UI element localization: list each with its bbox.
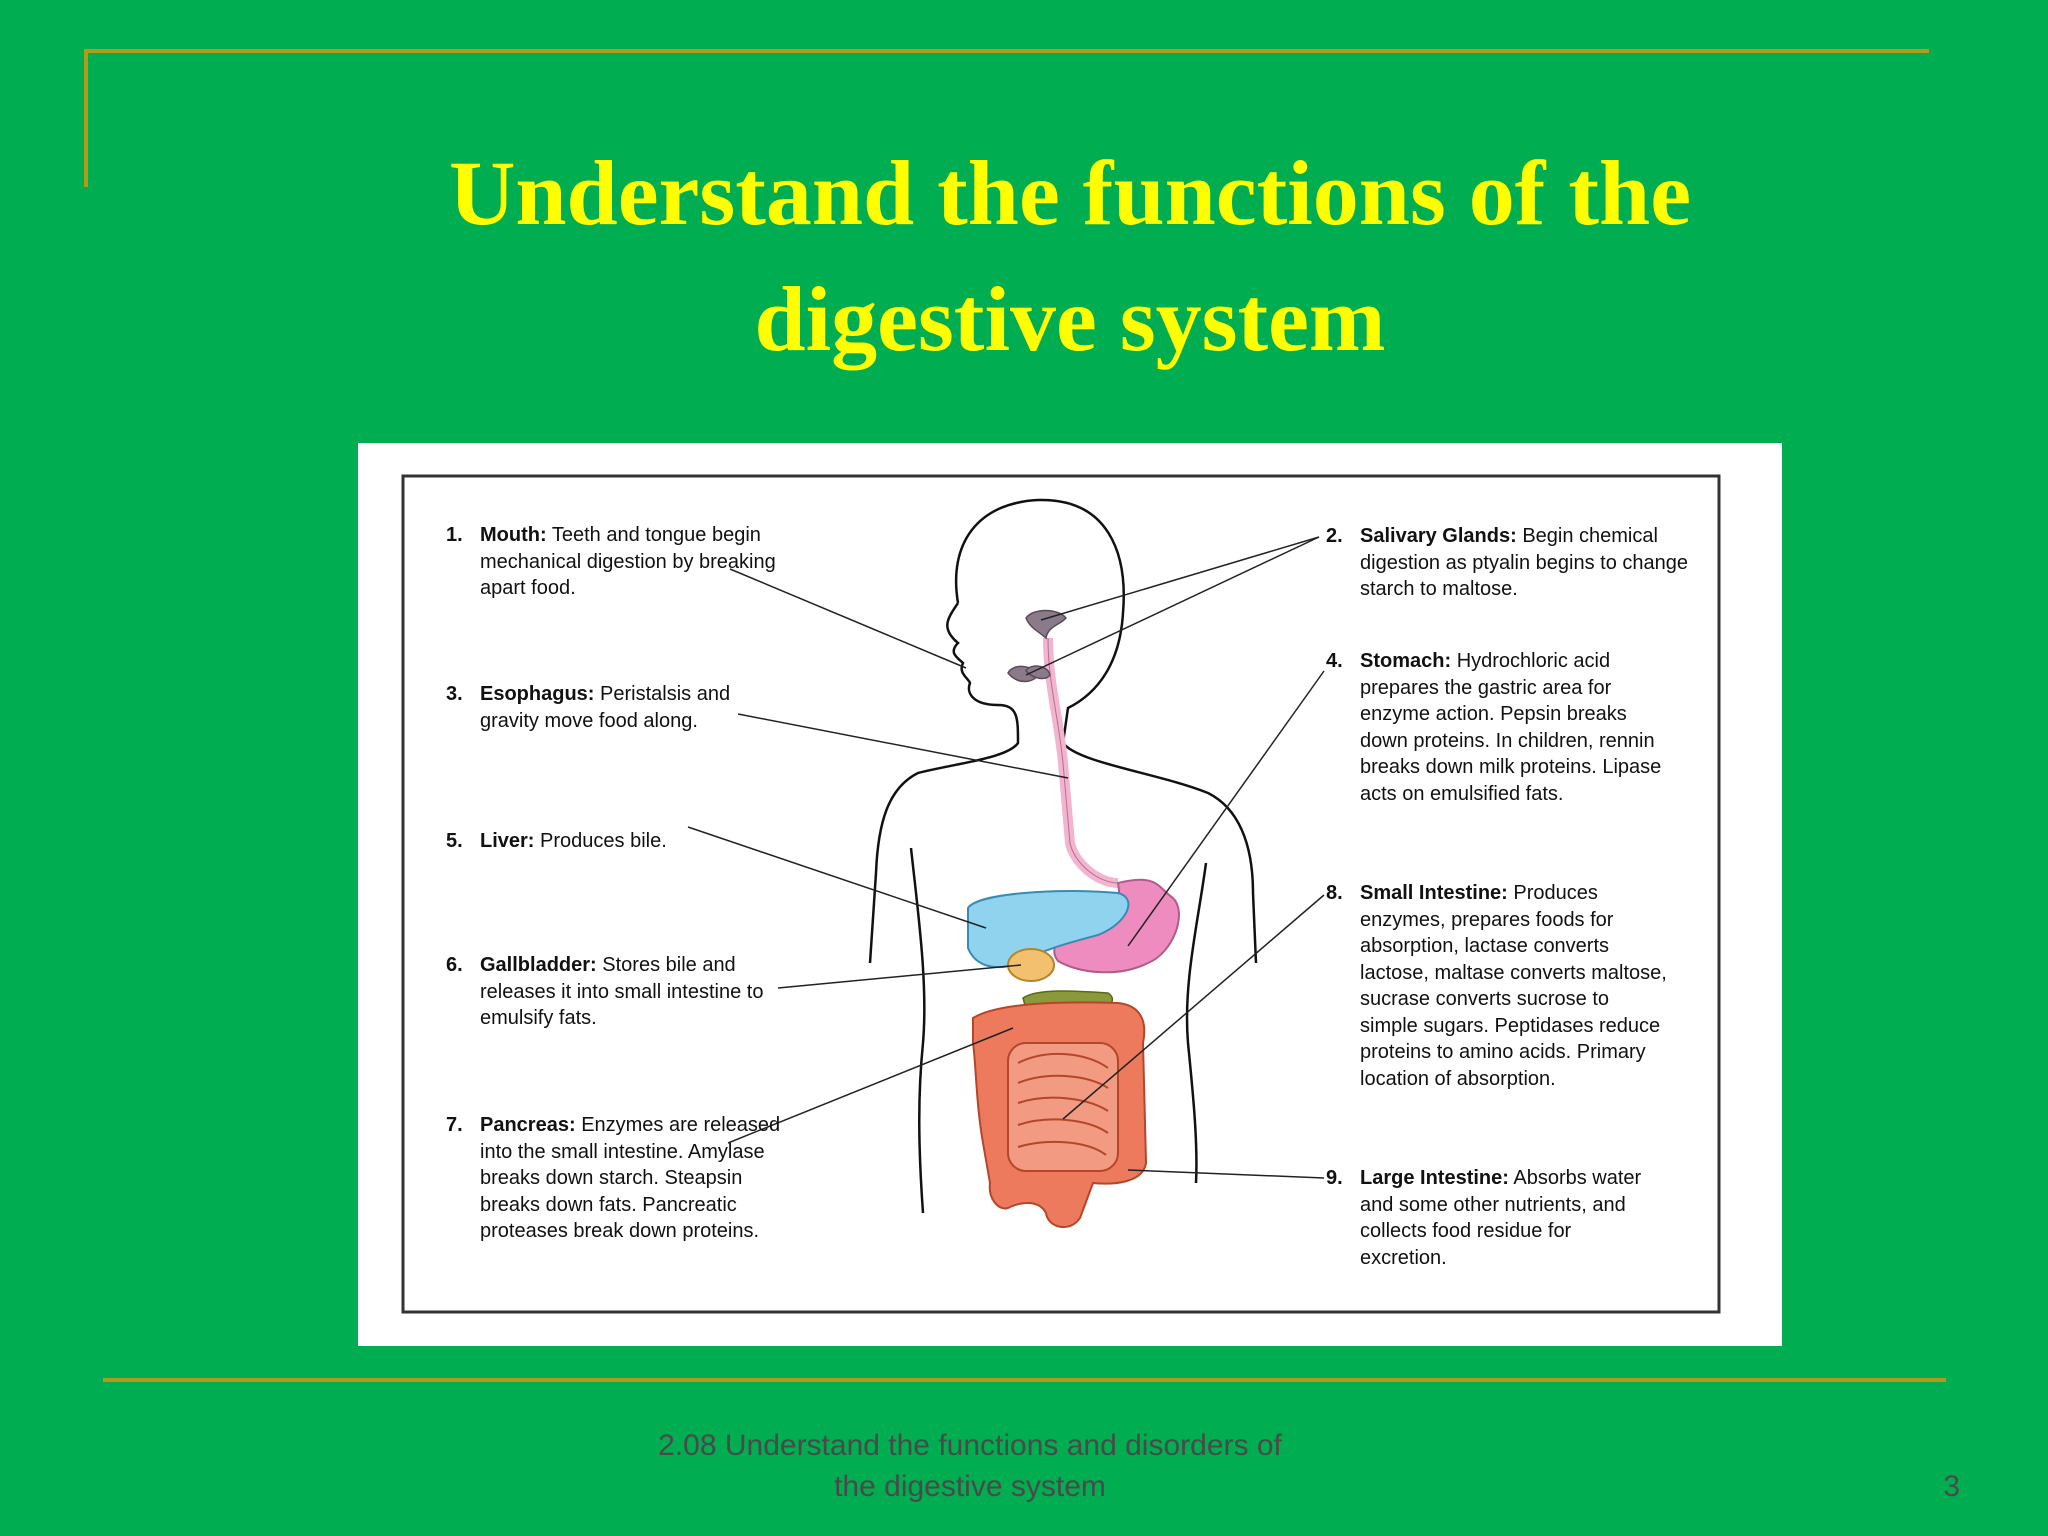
label-esophagus: 3. Esophagus: Peristalsis and gravity mo… (446, 683, 731, 732)
digestive-system-figure: 1. Mouth: Teeth and tongue begin mechani… (358, 443, 1782, 1346)
figure-border (401, 474, 1721, 1314)
esophagus-shape (1043, 637, 1119, 888)
label-liver: 5. Liver: Produces bile. (446, 830, 667, 852)
bottom-rule (103, 1378, 1946, 1382)
right-flank (1185, 862, 1208, 1184)
left-flank (909, 847, 926, 1214)
small-intestine-shape (1007, 1042, 1119, 1172)
digestive-diagram (401, 474, 1721, 1314)
title-line-1: Understand the functions of the (448, 142, 1692, 244)
footer-line-2: the digestive system (834, 1470, 1106, 1503)
page-number: 3 (1943, 1470, 1960, 1503)
left-rule (84, 49, 88, 187)
face-left-shoulder (868, 602, 1020, 964)
label-mouth: 1. Mouth: Teeth and tongue begin mechani… (446, 524, 776, 599)
slide-footer: 2.08 Understand the functions and disord… (560, 1425, 1380, 1507)
salivary-gland-shapes (1007, 609, 1067, 683)
slide-title: Understand the functions of the digestiv… (220, 130, 1920, 382)
label-salivary-glands: 2. Salivary Glands: Begin chemical diges… (1326, 525, 1689, 600)
title-line-2: digestive system (754, 268, 1386, 370)
label-large-intestine: 9. Large Intestine: Absorbs water and so… (1326, 1167, 1642, 1269)
body-outline (868, 498, 1258, 1214)
label-stomach: 4. Stomach: Hydrochloric acid prepares t… (1326, 650, 1662, 805)
gallbladder-shape (1007, 948, 1055, 982)
head-right-shoulder (954, 498, 1258, 964)
label-pointer-lines (687, 536, 1325, 1179)
footer-line-1: 2.08 Understand the functions and disord… (658, 1429, 1282, 1462)
top-rule (84, 49, 1929, 53)
label-small-intestine: 8. Small Intestine: Produces enzymes, pr… (1326, 882, 1667, 1090)
label-pancreas: 7. Pancreas: Enzymes are released into t… (446, 1114, 781, 1242)
label-gallbladder: 6. Gallbladder: Stores bile and releases… (446, 954, 764, 1029)
